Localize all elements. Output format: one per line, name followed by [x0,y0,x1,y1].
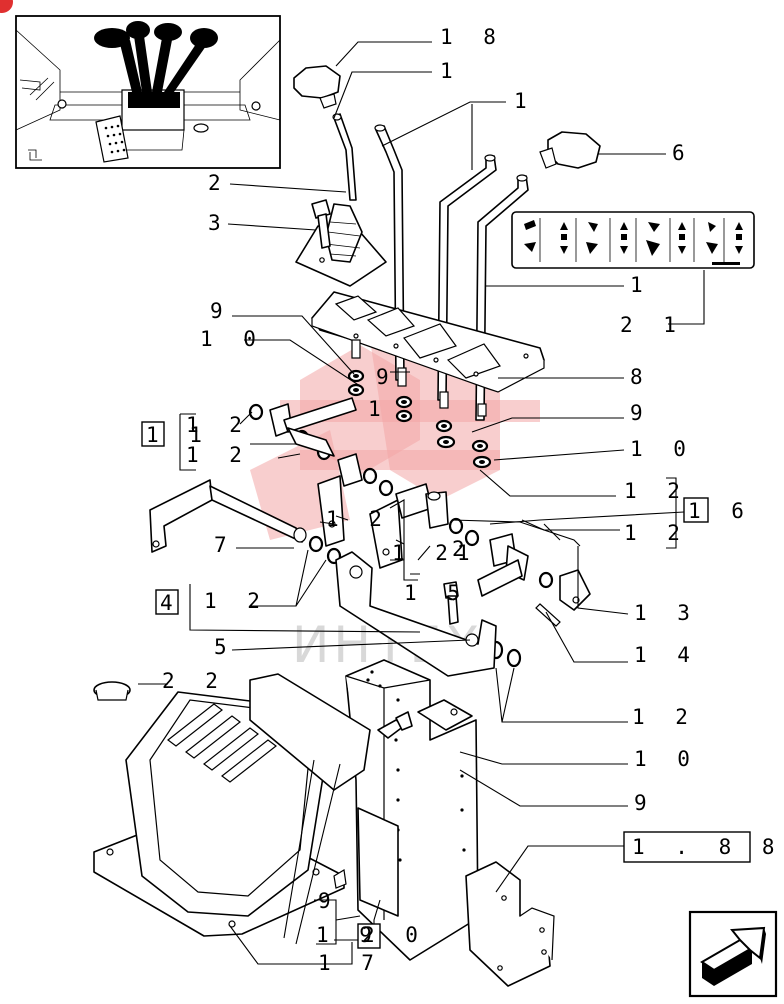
label-12b: 1 2 [186,443,251,467]
label-10c: 1 0 [634,747,699,771]
label-22: 2 2 [162,669,227,693]
label-1d: 1 [368,397,390,421]
label-20: 2 0 [362,923,427,947]
ref-box-11 [141,421,165,447]
label-14: 1 4 [634,643,699,667]
label-10a: 1 0 [200,327,265,351]
label-9c: 9 [630,401,652,425]
bolt-3 [311,199,331,249]
label-18: 1 8 [440,25,505,49]
label-6: 6 [672,141,694,165]
lever-knob-18 [293,65,341,109]
label-16: 1 6 [688,499,753,523]
label-1b: 1 [514,89,536,113]
label-9a: 9 [210,299,232,323]
lever-boot-2 [295,203,387,287]
label-19: 1 9 [316,923,381,947]
label-2: 2 [208,171,230,195]
label-5: 5 [214,635,236,659]
label-7: 7 [214,533,236,557]
label-11: 1 1 [146,423,211,447]
ref-box-1880 [623,831,751,863]
cab-inset-view [15,15,281,169]
function-decal-21 [511,211,755,269]
inset-levers-icon [94,21,218,92]
label-1c: 1 [630,273,652,297]
label-9d: 9 [634,791,656,815]
gate-plate-8 [311,291,545,393]
label-21: 2 1 [620,313,685,337]
lever-shafts [351,339,487,417]
label-8: 8 [630,365,652,389]
leader-lines [138,41,705,965]
label-2b: 2 [452,537,474,561]
ref-box-4 [155,589,179,615]
next-page-button[interactable] [688,910,778,998]
label-12e: 1 2 [326,507,391,531]
label-4: 4 [160,591,182,615]
support-column [345,659,555,987]
label-17: 1 7 [318,951,383,975]
label-13: 1 3 [634,601,699,625]
callout-labels: 1 8 1 1 6 2 3 1 2 1 9 1 0 9 1 8 1 1 1 2 … [146,25,784,975]
label-10b: 1 0 [630,437,695,461]
label-12a: 1 2 [186,413,251,437]
ref-box-20 [357,923,381,949]
label-12f: 1 2 [204,589,269,613]
label-3: 3 [208,211,230,235]
label-15: 1 5 [404,581,469,605]
label-12g: 1 2 [632,705,697,729]
label-1880: 1 . 8 8 . 0 [632,835,784,859]
ref-box-16 [683,497,709,523]
label-12c: 1 2 [624,479,689,503]
next-arrow-icon [700,926,766,986]
label-1a: 1 [440,59,462,83]
lever-knob-6 [539,131,601,169]
corner-marker-icon [0,0,13,13]
label-9b: 9 [376,365,398,389]
label-12d: 1 2 [624,521,689,545]
console-cover-17 [93,673,413,937]
label-9e: 9 [318,889,340,913]
plug-22 [93,681,131,701]
label-121: 1 21 [392,541,479,565]
